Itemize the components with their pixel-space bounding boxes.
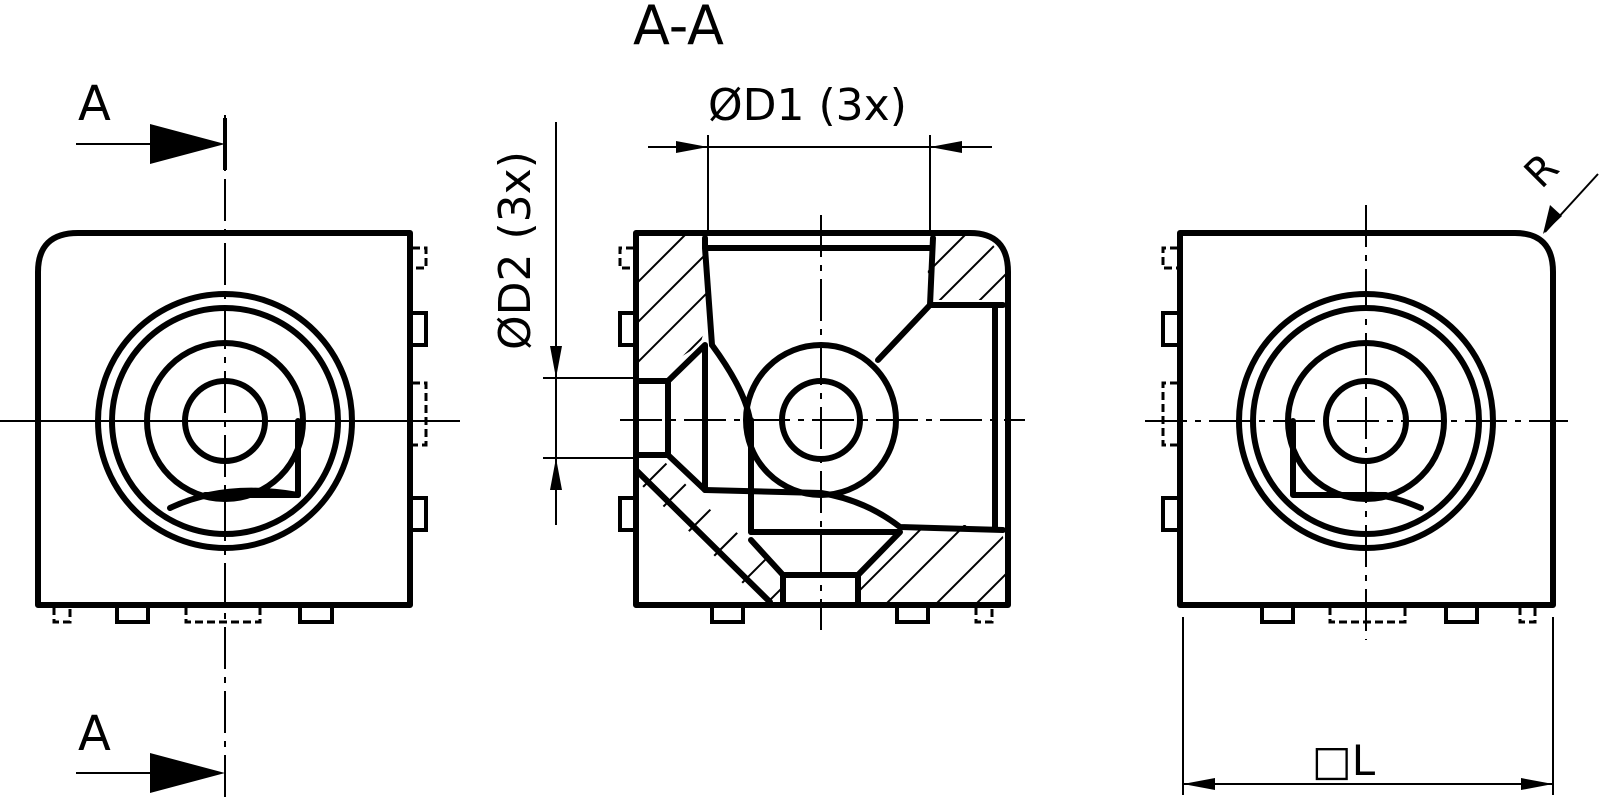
bore-edge — [1290, 418, 1389, 498]
side-view-outline — [1177, 230, 1556, 608]
left-countersink — [665, 342, 708, 493]
dimension-d1-label: ØD1 (3x) — [708, 80, 907, 131]
front-view-outline — [35, 230, 413, 608]
hidden-tab — [1161, 246, 1178, 270]
hidden-tab — [618, 246, 634, 270]
arrow-icon — [550, 458, 562, 490]
arrow-icon — [1183, 778, 1215, 790]
intersection-curve — [167, 487, 301, 511]
dimension-radius — [1543, 173, 1599, 234]
hidden-tab — [412, 246, 428, 270]
slot-tab — [710, 607, 745, 624]
dimension-length-label: □L — [1312, 736, 1375, 785]
slot-tab — [1161, 496, 1178, 532]
top-bore-left — [702, 245, 715, 348]
slot-tab — [1161, 311, 1178, 347]
hidden-tab — [1328, 607, 1407, 624]
intersection-curve — [1363, 491, 1424, 511]
slot-tab — [1444, 607, 1479, 624]
section-view-a-a — [618, 215, 1025, 630]
slot-tab — [618, 496, 634, 532]
slot-tab — [298, 607, 334, 624]
square-symbol: □ — [1312, 736, 1352, 785]
section-outline — [633, 230, 1011, 608]
cut-label-bottom: A — [78, 706, 111, 762]
length-letter: L — [1351, 736, 1376, 785]
hidden-tab — [52, 607, 72, 624]
bottom-bore — [780, 572, 861, 608]
hatch-region — [925, 235, 1005, 300]
arrow-icon — [150, 124, 225, 164]
slot-tab — [115, 607, 150, 624]
dimension-length — [1182, 617, 1554, 795]
hidden-tab — [974, 607, 994, 624]
arrow-icon — [1543, 205, 1562, 234]
cut-label-top: A — [78, 76, 111, 132]
left-bore — [633, 378, 671, 458]
section-title: A-A — [633, 0, 724, 57]
bore-edge — [702, 487, 824, 496]
slot-tab — [618, 311, 634, 347]
side-view — [1145, 205, 1568, 640]
hidden-tab — [1161, 381, 1178, 447]
arrow-icon — [550, 346, 562, 378]
diagonal-edge — [633, 467, 773, 605]
hatch-region — [636, 235, 712, 375]
bottom-countersink — [748, 529, 903, 578]
slot-tab — [412, 311, 428, 347]
hatch-region — [855, 525, 1005, 602]
hidden-tab — [412, 381, 428, 447]
section-cut-markers — [76, 118, 227, 793]
slot-tab — [412, 496, 428, 532]
dimension-d2 — [543, 122, 634, 525]
dimension-d2-label: ØD2 (3x) — [490, 151, 541, 350]
dimension-d1 — [648, 135, 992, 232]
slot-tab — [895, 607, 930, 624]
slot-tab — [1260, 607, 1295, 624]
arrow-icon — [676, 141, 708, 153]
arrow-icon — [150, 753, 225, 793]
intersection-curve — [818, 490, 1006, 533]
arrow-icon — [930, 141, 962, 153]
hidden-tab — [1518, 607, 1537, 624]
front-view — [0, 115, 460, 800]
top-bore-edge — [702, 235, 933, 251]
hidden-tab — [184, 607, 262, 624]
chamfer-line — [875, 302, 933, 363]
arrow-icon — [1521, 778, 1553, 790]
